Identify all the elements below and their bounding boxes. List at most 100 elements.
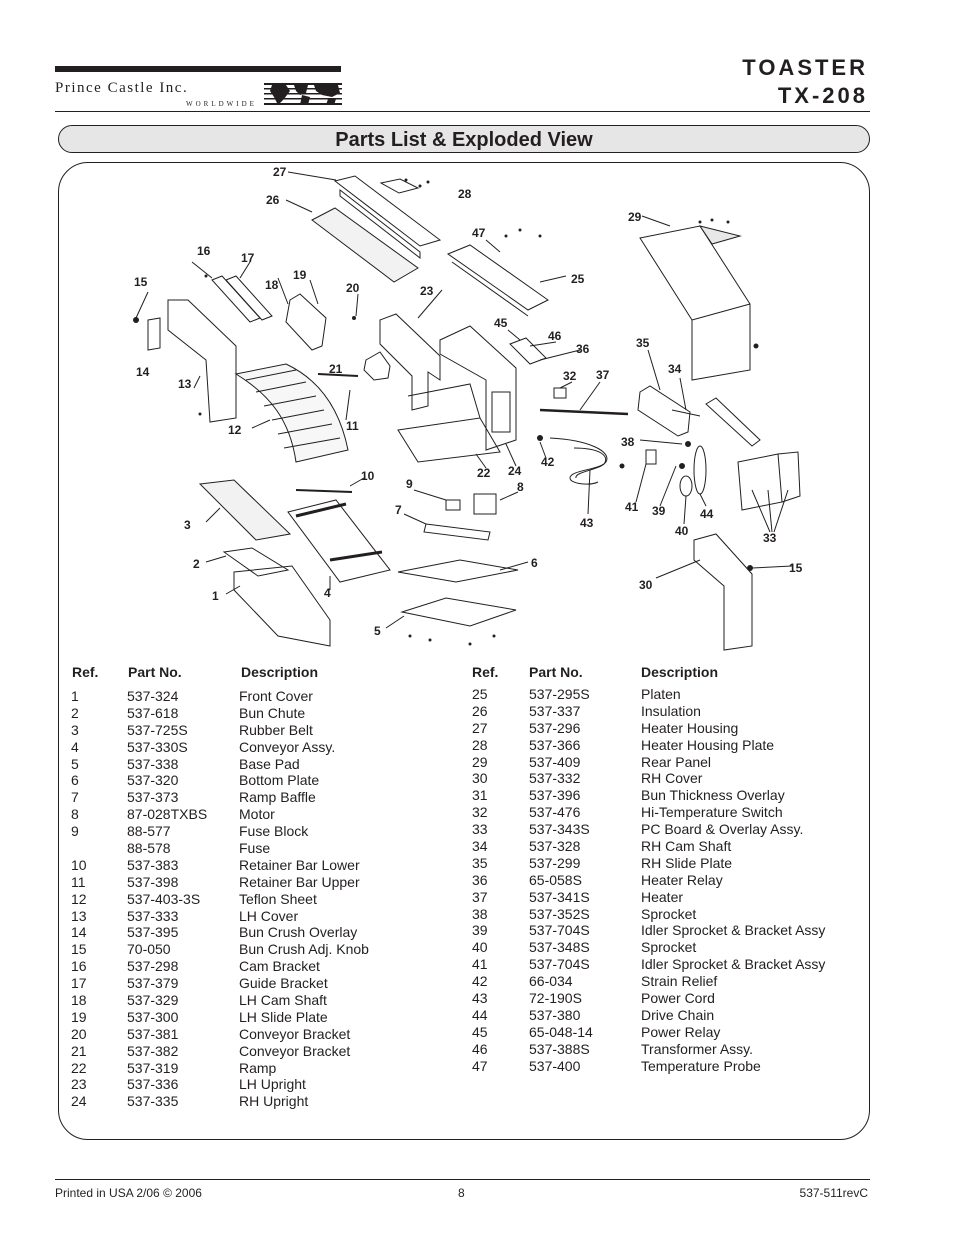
callout-label: 40 <box>675 524 689 538</box>
description-cell: Bun Chute <box>239 704 306 721</box>
ref-cell: 39 <box>472 922 488 939</box>
ref-cell: 21 <box>71 1042 87 1059</box>
ref-cell: 23 <box>71 1076 87 1093</box>
ref-cell: 31 <box>472 787 488 804</box>
description-cell: LH Slide Plate <box>239 1008 328 1025</box>
callout-label: 4 <box>324 586 331 600</box>
description-cell: Fuse <box>239 840 271 857</box>
callout-label: 15 <box>134 275 148 289</box>
callout-label: 37 <box>596 368 610 382</box>
part-no-cell: 537-396 <box>529 787 581 804</box>
callout-label: 26 <box>266 193 280 207</box>
ref-cell: 27 <box>472 719 488 736</box>
callout-label: 39 <box>652 504 666 518</box>
part-no-cell: 537-373 <box>127 789 179 806</box>
callout-label: 21 <box>329 362 343 376</box>
part-no-cell: 537-409 <box>529 753 581 770</box>
ref-cell: 11 <box>71 873 86 890</box>
ref-cell: 46 <box>472 1040 488 1057</box>
part-no-cell: 65-048-14 <box>529 1023 593 1040</box>
part-no-cell: 537-403-3S <box>127 890 201 907</box>
part-no-cell: 537-296 <box>529 719 581 736</box>
description-cell: LH Cam Shaft <box>239 992 327 1009</box>
callout-label: 18 <box>265 278 279 292</box>
description-cell: Bun Thickness Overlay <box>641 787 785 804</box>
ref-header: Ref. <box>72 664 99 680</box>
description-cell: Teflon Sheet <box>239 890 317 907</box>
table-row: 17 537-379 Guide Bracket <box>71 975 461 992</box>
callout-label: 22 <box>477 466 491 480</box>
description-cell: Bottom Plate <box>239 772 320 789</box>
header-rule <box>55 111 870 112</box>
brand-name: Prince Castle Inc. <box>55 80 189 96</box>
description-cell: RH Cover <box>641 770 703 787</box>
ref-cell: 33 <box>472 821 488 838</box>
ref-header: Ref. <box>472 664 499 680</box>
callout-label: 43 <box>580 516 594 530</box>
ref-cell: 17 <box>71 975 87 992</box>
callout-label: 16 <box>197 244 211 258</box>
ref-cell: 25 <box>472 686 488 702</box>
part-no-cell: 537-324 <box>127 688 179 704</box>
part-no-cell: 65-058S <box>529 871 582 888</box>
callout-label: 6 <box>531 556 538 570</box>
table-row: 35 537-299 RH Slide Plate <box>472 855 862 872</box>
part-no-cell: 537-299 <box>529 854 581 871</box>
description-header: Description <box>241 664 319 680</box>
description-cell: Insulation <box>641 702 701 719</box>
part-no-cell: 537-298 <box>127 958 179 975</box>
part-no-cell: 537-704S <box>529 922 590 939</box>
description-cell: Base Pad <box>239 755 300 772</box>
ref-cell: 9 <box>71 823 79 840</box>
description-cell: Guide Bracket <box>239 975 328 992</box>
ref-cell: 36 <box>472 871 488 888</box>
callout-label: 38 <box>621 435 635 449</box>
description-cell: RH Slide Plate <box>641 854 733 871</box>
ref-cell: 1 <box>71 688 79 704</box>
callout-label: 47 <box>472 226 486 240</box>
description-header: Description <box>641 664 719 680</box>
callout-label: 9 <box>406 477 413 491</box>
part-no-cell: 87-028TXBS <box>127 806 208 823</box>
ref-cell: 45 <box>472 1023 488 1040</box>
description-cell: RH Cam Shaft <box>641 838 732 855</box>
description-cell: Platen <box>641 686 681 702</box>
description-cell: Cam Bracket <box>239 958 320 975</box>
callout-label: 32 <box>563 369 577 383</box>
ref-cell: 47 <box>472 1057 488 1074</box>
callout-label: 29 <box>628 210 642 224</box>
description-cell: Ramp Baffle <box>239 789 316 806</box>
header-bar <box>55 66 341 72</box>
description-cell: Heater Housing Plate <box>641 736 775 753</box>
ref-cell: 2 <box>71 704 79 721</box>
callout-label: 24 <box>508 464 522 478</box>
ref-cell: 3 <box>71 721 79 738</box>
ref-cell: 40 <box>472 939 488 956</box>
part-no-cell: 537-337 <box>529 702 581 719</box>
part-no-cell: 537-352S <box>529 905 590 922</box>
ref-cell: 24 <box>71 1093 87 1110</box>
part-no-cell: 537-328 <box>529 838 581 855</box>
ref-cell: 43 <box>472 990 488 1007</box>
part-no-cell: 537-395 <box>127 924 179 941</box>
callout-label: 35 <box>636 336 650 350</box>
part-no-cell: 537-343S <box>529 821 590 838</box>
ref-cell: 35 <box>472 854 488 871</box>
part-no-cell: 537-379 <box>127 975 179 992</box>
description-cell: Ramp <box>239 1059 277 1076</box>
ref-cell: 19 <box>71 1008 87 1025</box>
